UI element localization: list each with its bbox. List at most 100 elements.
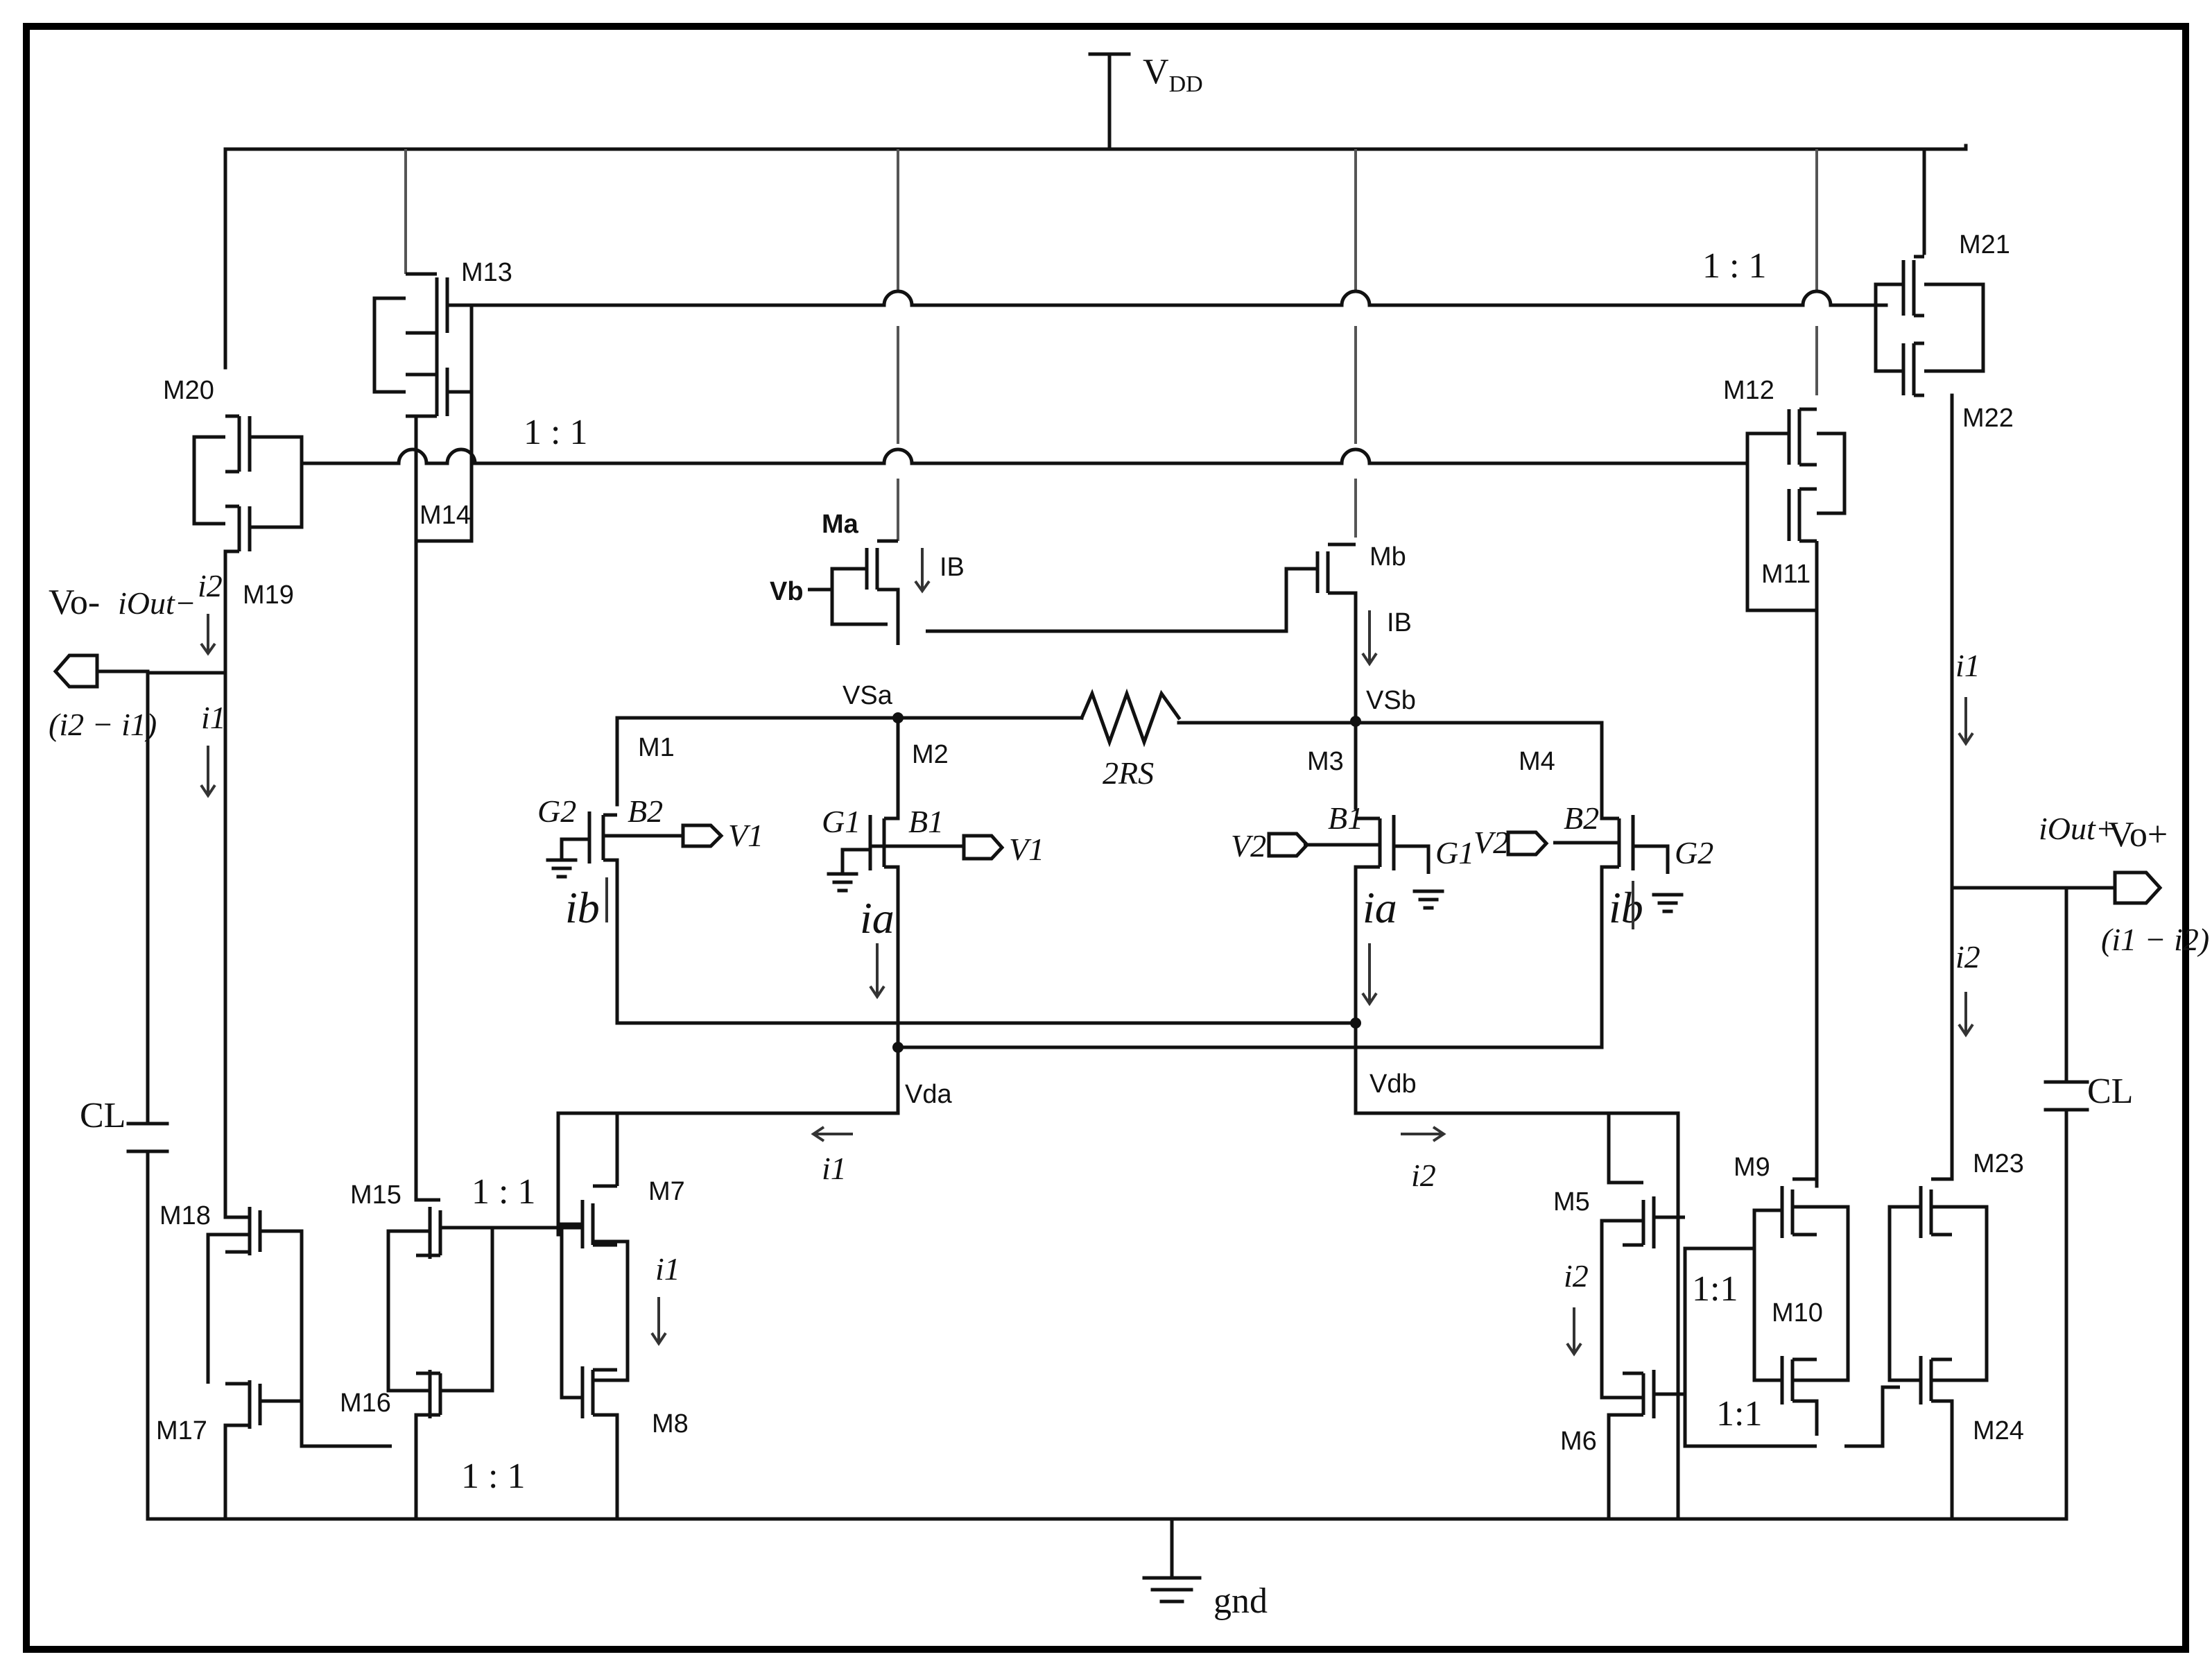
svg-text:Vb: Vb	[770, 577, 804, 606]
v1-input-terminal-left	[681, 823, 724, 848]
svg-text:M20: M20	[163, 376, 214, 405]
svg-text:i1: i1	[655, 1251, 680, 1287]
svg-text:Mb: Mb	[1369, 542, 1406, 572]
svg-text:M24: M24	[1973, 1416, 2024, 1445]
m15-m16-nmos-stack: M15 M16	[340, 1180, 569, 1519]
svg-text:M18: M18	[159, 1201, 211, 1230]
svg-text:M15: M15	[350, 1180, 401, 1210]
svg-text:B2: B2	[1564, 800, 1599, 836]
m4-transistor: M4 B2 G2 V2 ib	[898, 747, 1713, 1049]
svg-text:i2: i2	[1564, 1258, 1589, 1294]
svg-text:1:1: 1:1	[1716, 1394, 1762, 1434]
m1-transistor: M1 G2 B2 V1 ib	[537, 733, 1356, 1025]
ma-transistor: Ma Vb IB	[770, 510, 965, 645]
svg-text:Vo+: Vo+	[2108, 815, 2168, 854]
svg-text:M2: M2	[912, 740, 949, 769]
svg-text:M19: M19	[243, 581, 294, 610]
svg-text:IB: IB	[940, 553, 965, 582]
svg-text:M5: M5	[1553, 1187, 1590, 1217]
svg-text:M6: M6	[1560, 1427, 1597, 1456]
svg-text:M10: M10	[1772, 1298, 1823, 1328]
m23-m24-nmos-stack: M23 M24	[1887, 1149, 2024, 1519]
m5-m6-nmos-stack: M5 M6 i2	[1553, 1179, 1754, 1519]
svg-text:M17: M17	[156, 1416, 207, 1445]
svg-text:i2: i2	[198, 568, 223, 603]
vo-plus-terminal: Vo+ iOut+ (i1 − i2)	[2039, 811, 2209, 957]
svg-text:G1: G1	[1435, 835, 1474, 870]
svg-text:M1: M1	[638, 733, 675, 762]
svg-text:VSb: VSb	[1366, 686, 1416, 715]
svg-text:G2: G2	[1675, 835, 1713, 870]
svg-text:iOut−: iOut−	[118, 585, 196, 621]
svg-text:V2: V2	[1474, 825, 1509, 860]
resistor-2rs	[1079, 688, 1182, 748]
svg-text:gnd: gnd	[1213, 1581, 1268, 1621]
svg-text:1 : 1: 1 : 1	[461, 1457, 525, 1496]
v2-input-terminal-mid	[1267, 832, 1310, 858]
svg-text:CL: CL	[2087, 1072, 2133, 1111]
svg-text:1 : 1: 1 : 1	[524, 413, 587, 452]
m20-m19-pmos-stack: M20 M19	[163, 376, 395, 610]
svg-text:V1: V1	[1009, 832, 1044, 867]
svg-text:M7: M7	[648, 1177, 685, 1206]
m7-m8-nmos-stack: M7 M8 i1	[560, 1113, 689, 1519]
svg-text:VDD: VDD	[1143, 52, 1203, 97]
svg-text:M3: M3	[1307, 747, 1344, 776]
svg-text:1 : 1: 1 : 1	[472, 1172, 535, 1212]
m18-m17-nmos-stack: M18 M17	[156, 1201, 392, 1519]
svg-text:i2: i2	[1411, 1158, 1436, 1193]
m2-transistor: M2 G1 B1 V1 ia	[822, 740, 1044, 1047]
vo-minus-terminal: Vo- iOut− (i2 − i1)	[49, 583, 196, 742]
svg-text:Ma: Ma	[822, 510, 859, 539]
svg-text:(i1 − i2): (i1 − i2)	[2101, 922, 2209, 957]
svg-text:V1: V1	[728, 818, 763, 853]
v2-input-terminal-right	[1506, 830, 1549, 857]
svg-text:i1: i1	[201, 700, 226, 735]
gate-ground-symbols	[546, 858, 1684, 913]
svg-text:1:1: 1:1	[1692, 1269, 1738, 1309]
frame-border	[23, 23, 2189, 1653]
svg-text:B1: B1	[908, 804, 944, 839]
svg-text:M12: M12	[1723, 376, 1774, 405]
v1-input-terminal-mid	[962, 834, 1005, 861]
svg-text:M16: M16	[340, 1389, 391, 1418]
svg-text:IB: IB	[1387, 608, 1412, 637]
m13-m14-pmos-stack: M13 M14	[372, 258, 512, 543]
svg-text:i1: i1	[822, 1151, 847, 1186]
svg-text:M11: M11	[1761, 560, 1811, 589]
svg-text:M22: M22	[1962, 404, 2014, 433]
m12-m11-pmos-stack: M12 M11	[1723, 376, 1847, 612]
svg-text:M23: M23	[1973, 1149, 2024, 1178]
svg-text:ia: ia	[860, 893, 895, 943]
svg-text:ib: ib	[1609, 883, 1643, 932]
svg-text:ia: ia	[1363, 883, 1397, 932]
source-rail: VSa VSb 2RS	[615, 681, 1604, 810]
svg-text:i2: i2	[1955, 939, 1980, 974]
svg-text:M13: M13	[461, 258, 512, 287]
svg-text:M21: M21	[1959, 230, 2010, 259]
svg-text:V2: V2	[1231, 828, 1266, 864]
svg-text:M14: M14	[420, 501, 471, 530]
m21-m22-pmos-stack: M21 M22	[1874, 230, 2014, 433]
svg-text:CL: CL	[80, 1096, 126, 1135]
vdd-symbol: VDD	[1088, 52, 1203, 149]
svg-text:B1: B1	[1328, 800, 1363, 836]
mb-transistor: Mb IB	[926, 542, 1412, 718]
svg-text:2RS: 2RS	[1103, 755, 1154, 791]
gnd-symbol: gnd	[1142, 1517, 1268, 1621]
svg-text:(i2 − i1): (i2 − i1)	[49, 707, 157, 742]
svg-text:G1: G1	[822, 804, 861, 839]
svg-text:B2: B2	[628, 793, 663, 829]
drain-nodes: Vda Vdb i1 i2	[556, 1045, 1680, 1521]
svg-text:iOut+: iOut+	[2039, 811, 2117, 846]
svg-text:ib: ib	[565, 883, 600, 932]
svg-text:1 : 1: 1 : 1	[1702, 246, 1766, 286]
svg-text:VSa: VSa	[843, 681, 893, 710]
svg-text:Vo-: Vo-	[49, 583, 100, 622]
m9-m10-nmos-stack: M9 M10	[1685, 1153, 1900, 1448]
m3-transistor: M3 B1 G1 V2 ia	[1231, 747, 1474, 1051]
svg-text:Vdb: Vdb	[1369, 1070, 1417, 1099]
svg-text:G2: G2	[537, 793, 576, 829]
svg-text:Vda: Vda	[905, 1080, 952, 1109]
svg-text:M8: M8	[652, 1409, 689, 1438]
